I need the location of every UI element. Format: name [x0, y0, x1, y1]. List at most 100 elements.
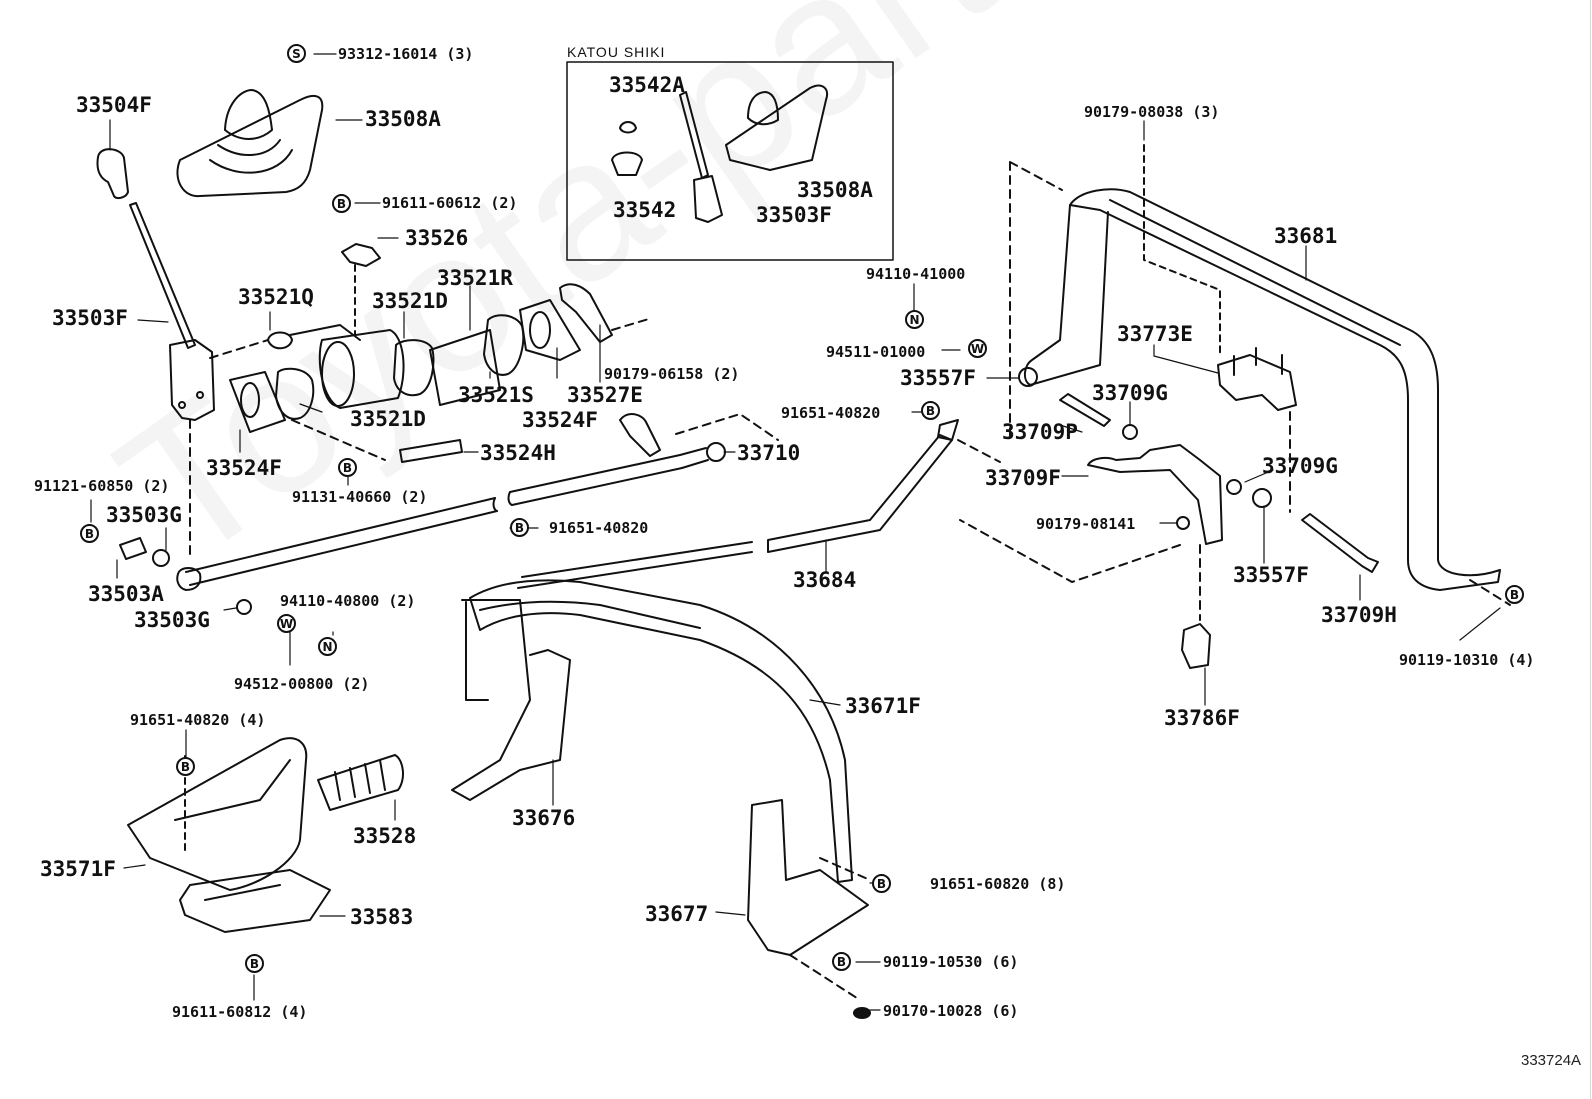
symbol-n-icon: N	[905, 310, 924, 329]
plate-33583	[179, 869, 331, 933]
inset-lever	[679, 91, 709, 179]
symbol-b-icon: B	[176, 757, 195, 776]
label-33528[interactable]: 33528	[353, 824, 417, 848]
inset-label-33542A[interactable]: 33542A	[609, 73, 685, 97]
tube-33521R	[429, 329, 501, 406]
label-33503G-top[interactable]: 33503G	[106, 503, 182, 527]
bushing-33557F-bottom	[1252, 488, 1272, 508]
inset-label-33503F[interactable]: 33503F	[756, 203, 832, 227]
label-33521D-top[interactable]: 33521D	[372, 289, 448, 313]
label-33526[interactable]: 33526	[405, 226, 469, 250]
fastener-91611-60812[interactable]: 91611-60812 (4)	[172, 1003, 308, 1021]
label-33684[interactable]: 33684	[793, 568, 857, 592]
label-33677[interactable]: 33677	[645, 902, 709, 926]
pin-33709P	[1059, 393, 1111, 427]
crossmember-33681	[1069, 188, 1501, 591]
label-33521D-bottom[interactable]: 33521D	[350, 407, 426, 431]
pin-33503A	[119, 537, 147, 560]
pin-33524H	[399, 439, 463, 463]
label-33773E[interactable]: 33773E	[1117, 322, 1193, 346]
label-33504F[interactable]: 33504F	[76, 93, 152, 117]
label-33527E[interactable]: 33527E	[567, 383, 643, 407]
nut-90179-08141	[1176, 516, 1190, 530]
label-33709G-right[interactable]: 33709G	[1262, 454, 1338, 478]
inset-caption: KATOU SHIKI	[567, 44, 666, 60]
fastener-91651-40820-mid[interactable]: 91651-40820	[549, 519, 649, 537]
fastener-91651-40820-4[interactable]: 91651-40820 (4)	[130, 711, 266, 729]
fastener-90179-06158[interactable]: 90179-06158 (2)	[604, 365, 740, 383]
figure-code: 333724A	[1521, 1052, 1582, 1069]
fastener-90119-10310[interactable]: 90119-10310 (4)	[1399, 651, 1535, 669]
housing	[318, 329, 405, 409]
label-33786F[interactable]: 33786F	[1164, 706, 1240, 730]
label-33524H[interactable]: 33524H	[480, 441, 556, 465]
inset-label-33542[interactable]: 33542	[613, 198, 677, 222]
symbol-b-icon: B	[245, 954, 264, 973]
fastener-91131-40660[interactable]: 91131-40660 (2)	[292, 488, 428, 506]
fastener-91611-60612[interactable]: 91611-60612 (2)	[382, 194, 518, 212]
nut-33709G-top	[1122, 424, 1138, 440]
cushion-33786F	[1181, 623, 1211, 669]
fastener-94110-40800[interactable]: 94110-40800 (2)	[280, 592, 416, 610]
retainer-33571F	[127, 737, 308, 891]
symbol-b-icon: B	[332, 194, 351, 213]
joint-33710	[706, 442, 726, 462]
label-33681[interactable]: 33681	[1274, 224, 1338, 248]
label-33557F-top[interactable]: 33557F	[900, 366, 976, 390]
shift-lever	[129, 202, 196, 349]
nut-90170	[853, 1007, 871, 1019]
label-33524F-left[interactable]: 33524F	[206, 456, 282, 480]
plate-33524F-left	[229, 371, 286, 433]
label-33709G-top[interactable]: 33709G	[1092, 381, 1168, 405]
crossmember-33671F	[469, 579, 853, 883]
symbol-n-icon: N	[318, 637, 337, 656]
bracket-33677	[747, 799, 869, 956]
bushing-33503G-bottom	[236, 599, 252, 615]
fastener-90119-10530[interactable]: 90119-10530 (6)	[883, 953, 1019, 971]
symbol-s-icon: S	[287, 44, 306, 63]
fastener-91651-40820-right[interactable]: 91651-40820	[781, 404, 881, 422]
label-33557F-bottom[interactable]: 33557F	[1233, 563, 1309, 587]
label-33710[interactable]: 33710	[737, 441, 801, 465]
label-33671F[interactable]: 33671F	[845, 694, 921, 718]
fastener-90179-08141[interactable]: 90179-08141	[1036, 515, 1136, 533]
label-33676[interactable]: 33676	[512, 806, 576, 830]
fastener-91121-60850[interactable]: 91121-60850 (2)	[34, 477, 170, 495]
fastener-90179-08038[interactable]: 90179-08038 (3)	[1084, 103, 1220, 121]
symbol-b-icon: B	[921, 401, 940, 420]
bushing-33709G-right	[1226, 479, 1242, 495]
label-33524F-right[interactable]: 33524F	[522, 408, 598, 432]
bracket-33773E	[1217, 354, 1297, 411]
plate-33524F-right	[519, 299, 581, 361]
shift-rod	[185, 497, 498, 586]
label-33709H[interactable]: 33709H	[1321, 603, 1397, 627]
inset-label-33508A[interactable]: 33508A	[797, 178, 873, 202]
symbol-b-icon: B	[80, 524, 99, 543]
fastener-94110-41000[interactable]: 94110-41000	[866, 265, 966, 283]
label-33583[interactable]: 33583	[350, 905, 414, 929]
fastener-94511-01000[interactable]: 94511-01000	[826, 343, 926, 361]
symbol-b-icon: B	[832, 952, 851, 971]
bushing-33503G-top	[152, 549, 170, 567]
label-33508A[interactable]: 33508A	[365, 107, 441, 131]
label-33571F[interactable]: 33571F	[40, 857, 116, 881]
fastener-94512-00800[interactable]: 94512-00800 (2)	[234, 675, 370, 693]
ring-33521D-bottom	[275, 367, 315, 420]
inset-frame	[566, 61, 894, 261]
label-33503F[interactable]: 33503F	[52, 306, 128, 330]
label-33521Q[interactable]: 33521Q	[238, 285, 314, 309]
label-33709F[interactable]: 33709F	[985, 466, 1061, 490]
label-33521S[interactable]: 33521S	[458, 383, 534, 407]
label-33503G-bottom[interactable]: 33503G	[134, 608, 210, 632]
fastener-93312-16014[interactable]: 93312-16014 (3)	[338, 45, 474, 63]
symbol-b-icon: B	[872, 874, 891, 893]
bolt-33709H	[1301, 513, 1379, 573]
label-33709P[interactable]: 33709P	[1002, 420, 1078, 444]
label-33503A[interactable]: 33503A	[88, 582, 164, 606]
label-33521R[interactable]: 33521R	[437, 266, 513, 290]
fastener-90170-10028[interactable]: 90170-10028 (6)	[883, 1002, 1019, 1020]
shift-knob	[96, 148, 129, 200]
fastener-91651-60820[interactable]: 91651-60820 (8)	[930, 875, 1066, 893]
